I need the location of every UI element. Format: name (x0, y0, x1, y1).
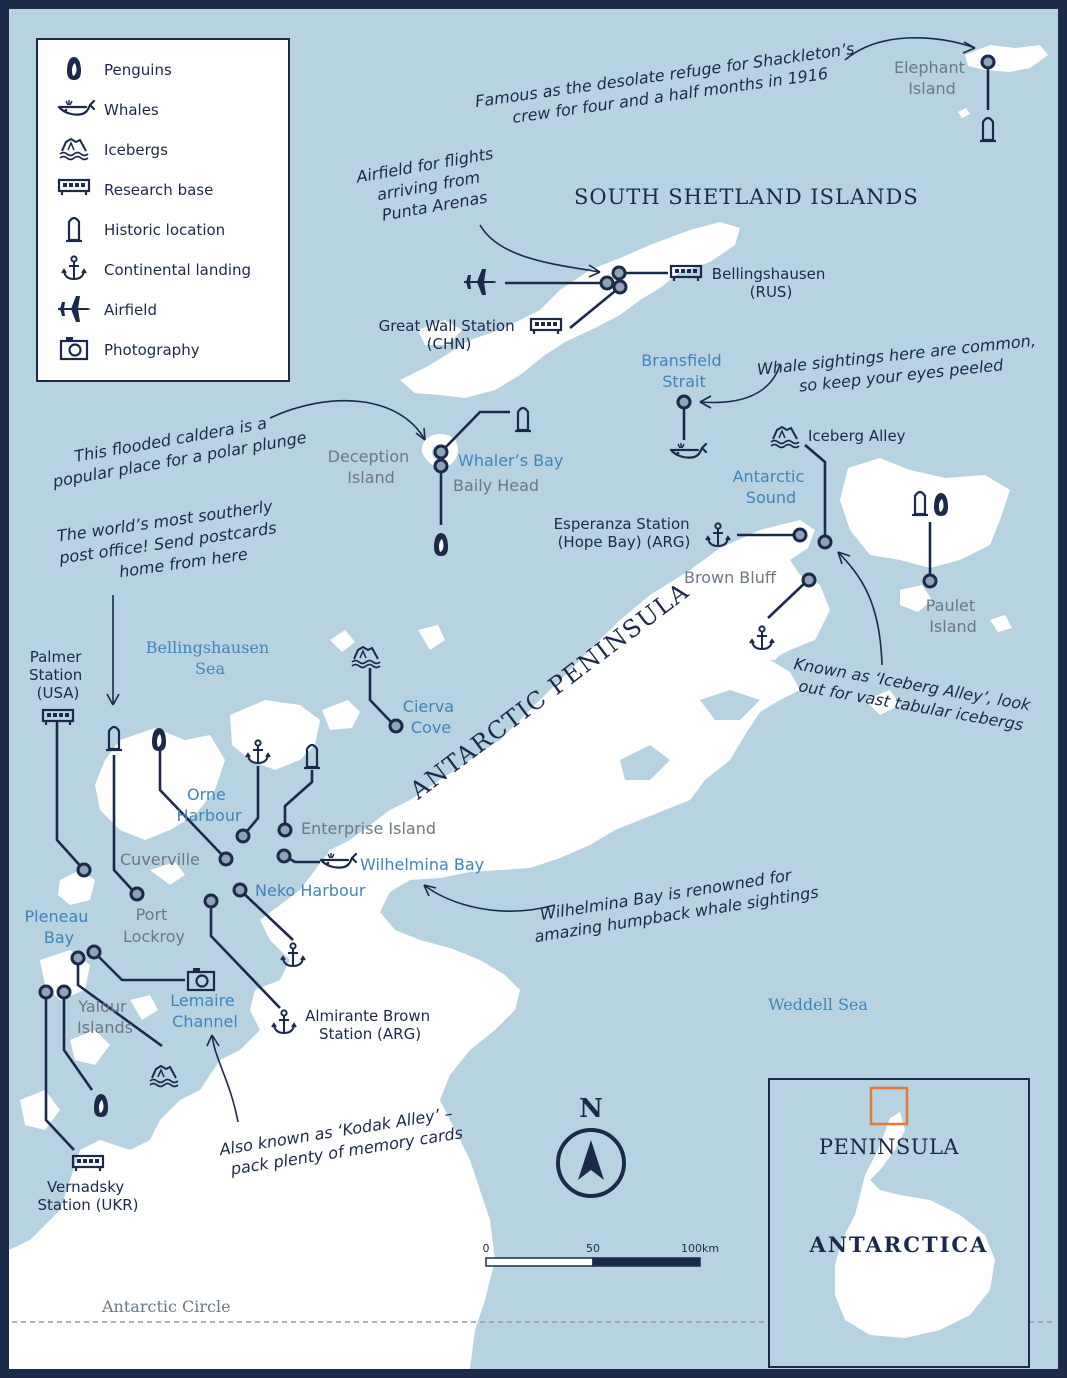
pin-cierva-cove[interactable] (388, 718, 404, 734)
pin-brown-bluff[interactable] (801, 572, 817, 588)
scale-tick-50: 50 (586, 1242, 600, 1255)
label-whalers-bay: Whaler’s Bay (458, 451, 563, 470)
penguin-icon (94, 1094, 108, 1117)
label-bellingshausen-station: Bellingshausen (RUS) (712, 265, 830, 301)
label-elephant-island: Elephant Island (894, 58, 970, 98)
pin-wilhelmina-bay[interactable] (276, 848, 292, 864)
label-neko-harbour: Neko Harbour (255, 881, 366, 900)
label-vernadsky-station: Vernadsky Station (UKR) (37, 1178, 138, 1214)
pin-elephant-island[interactable] (980, 54, 996, 70)
label-cuverville: Cuverville (120, 850, 200, 869)
penguin-icon (67, 57, 81, 80)
pin-bellingshausen[interactable] (611, 265, 627, 281)
north-arrow-icon (578, 1140, 604, 1180)
scale-tick-0: 0 (483, 1242, 490, 1255)
pin-orne-harbour[interactable] (235, 828, 251, 844)
inset-antarctica-label: ANTARCTICA (809, 1232, 989, 1257)
legend-item-airfield: Airfield (58, 296, 157, 322)
svg-text:Whales: Whales (104, 101, 159, 119)
inset-highlight-box (869, 1086, 909, 1126)
pin-iceberg-alley[interactable] (817, 534, 833, 550)
svg-text:Airfield: Airfield (104, 301, 157, 319)
label-pleneau-bay: Pleneau Bay (25, 907, 94, 947)
compass-north-label: N (579, 1094, 603, 1124)
antarctic-circle-label: Antarctic Circle (101, 1297, 231, 1316)
region-bellingshausen-sea: Bellingshausen Sea (146, 638, 275, 678)
label-palmer-station: Palmer Station (USA) (29, 648, 87, 702)
pin-enterprise-island[interactable] (277, 822, 293, 838)
svg-text:Icebergs: Icebergs (104, 141, 168, 159)
legend-item-research-base: Research base (57, 178, 213, 199)
legend-item-continental-landing: Continental landing (61, 255, 251, 280)
label-cierva-cove: Cierva Cove (403, 697, 459, 737)
label-iceberg-alley: Iceberg Alley (808, 427, 906, 445)
penguin-icon (434, 533, 448, 556)
pin-cuverville[interactable] (218, 851, 234, 867)
label-paulet-island: Paulet Island (926, 596, 981, 636)
pin-airfield[interactable] (599, 275, 615, 291)
inset-map: PENINSULA ANTARCTICA (768, 1078, 1030, 1368)
compass-rose: N (556, 1094, 626, 1198)
pin-almirante-brown[interactable] (203, 893, 219, 909)
svg-text:Penguins: Penguins (104, 61, 172, 79)
pin-yalour[interactable] (56, 984, 72, 1000)
pin-esperanza[interactable] (792, 527, 808, 543)
region-weddell-sea: Weddell Sea (768, 995, 868, 1014)
pin-pleneau-bay[interactable] (70, 950, 86, 966)
label-almirante-brown: Almirante Brown Station (ARG) (305, 1007, 435, 1043)
label-lemaire-channel: Lemaire Channel (170, 991, 239, 1031)
label-great-wall-station: Great Wall Station (CHN) (379, 317, 520, 353)
label-port-lockroy: Port Lockroy (123, 905, 185, 946)
antarctic-peninsula (9, 520, 830, 1369)
penguin-icon (152, 728, 166, 751)
connector-lines (44, 62, 990, 1151)
label-bransfield-strait: Bransfield Strait (641, 351, 726, 391)
svg-text:Historic location: Historic location (104, 221, 225, 239)
pin-neko-harbour[interactable] (232, 882, 248, 898)
label-yalour-islands: Yalour Islands (77, 997, 133, 1037)
label-deception-island: Deception Island (328, 447, 415, 487)
pin-palmer[interactable] (76, 862, 92, 878)
pin-whalers-bay[interactable] (433, 444, 449, 460)
legend-item-historic-location: Historic location (64, 216, 225, 243)
pin-paulet-island[interactable] (922, 573, 938, 589)
pin-lemaire[interactable] (86, 944, 102, 960)
landmasses (9, 45, 1048, 1369)
svg-text:Continental landing: Continental landing (104, 261, 251, 279)
label-antarctic-sound: Antarctic Sound (733, 467, 810, 507)
legend-item-photography: Photography (59, 335, 200, 361)
pin-great-wall[interactable] (612, 279, 628, 295)
annotation-arrows (106, 37, 976, 1123)
scale-bar: 0 50 100km (483, 1242, 719, 1267)
label-orne-harbour: Orne Harbour (176, 785, 242, 825)
svg-text:Research base: Research base (104, 181, 213, 199)
label-wilhelmina-bay: Wilhelmina Bay (360, 855, 484, 874)
pin-baily-head[interactable] (433, 458, 449, 474)
pin-bransfield-strait[interactable] (676, 394, 692, 410)
pin-port-lockroy[interactable] (129, 886, 145, 902)
region-south-shetland: SOUTH SHETLAND ISLANDS (574, 185, 919, 209)
inset-peninsula-label: PENINSULA (819, 1135, 960, 1159)
legend-item-whales: Whales (57, 98, 159, 119)
label-baily-head: Baily Head (453, 476, 539, 495)
inset-antarctica-shape (835, 1112, 995, 1338)
penguin-icon (934, 493, 948, 516)
scale-tick-100: 100km (681, 1242, 719, 1255)
legend-item-penguins: Penguins (67, 57, 172, 80)
label-enterprise-island: Enterprise Island (301, 819, 436, 838)
legend: Penguins Whales Icebergs Research base H… (36, 38, 290, 382)
label-esperanza-station: Esperanza Station (Hope Bay) (ARG) (554, 515, 695, 551)
pin-vernadsky[interactable] (38, 984, 54, 1000)
legend-item-icebergs: Icebergs (59, 138, 168, 161)
label-brown-bluff: Brown Bluff (684, 568, 777, 587)
svg-text:Photography: Photography (104, 341, 200, 359)
